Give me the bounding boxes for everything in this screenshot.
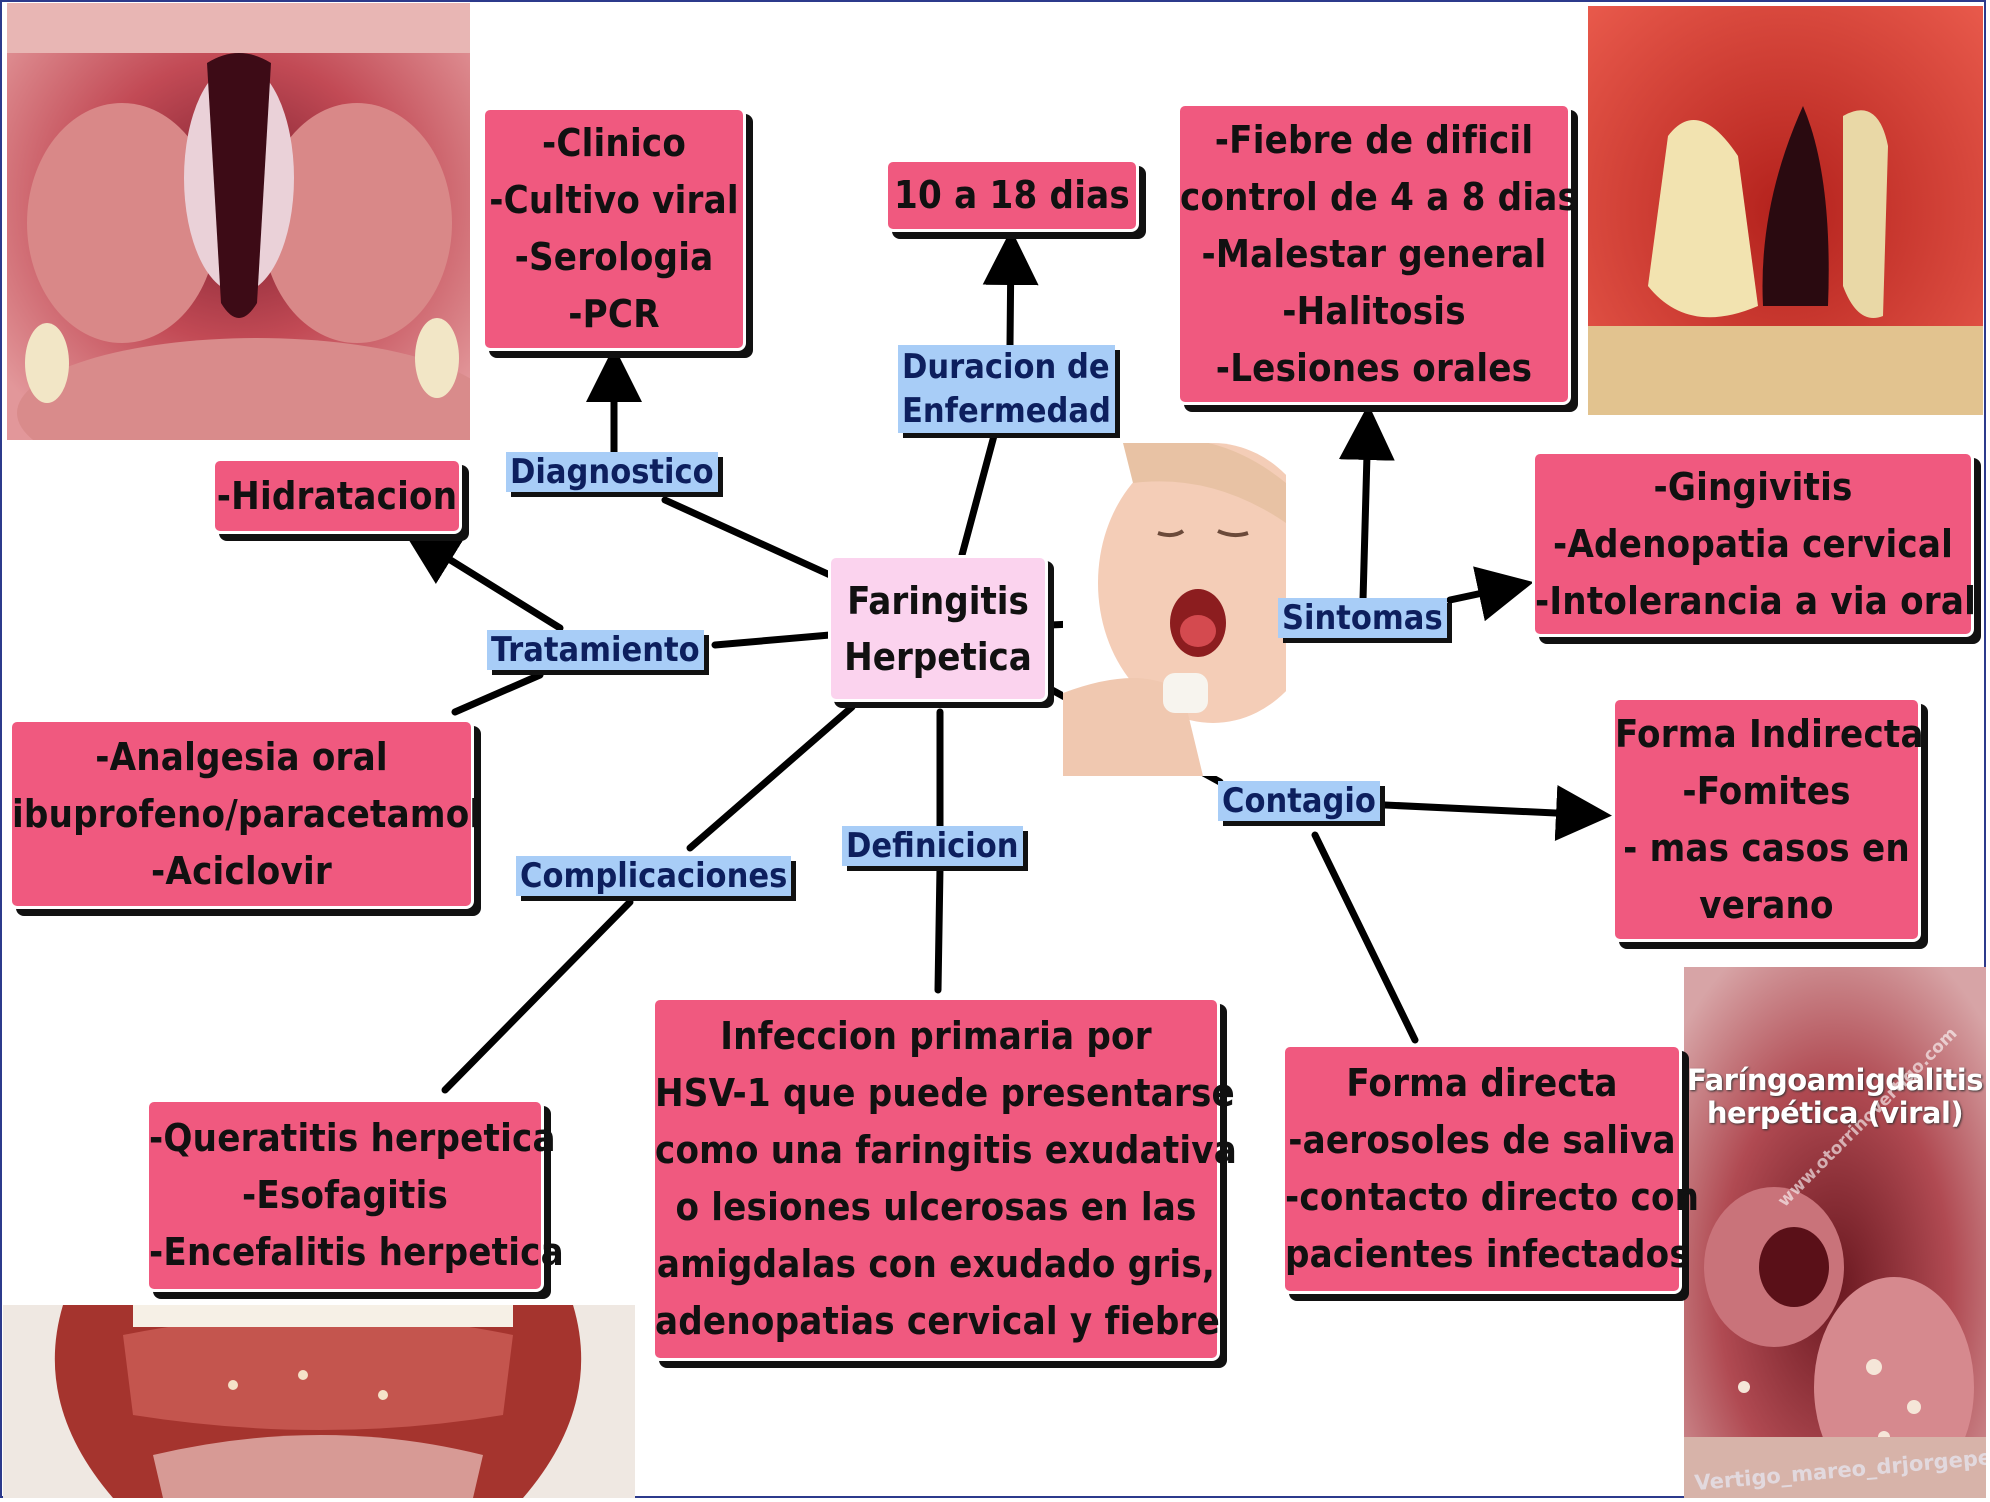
box-definicion-line: Infeccion primaria por [655, 1008, 1217, 1065]
box-contagio-directa-line: -contacto directo con [1285, 1169, 1679, 1226]
label-duracion-line-2: Enfermedad [902, 389, 1111, 433]
box-contagio-indirecta-line: -Fomites [1615, 763, 1918, 820]
central-node-line-1: Faringitis [831, 573, 1045, 629]
photo-caption: Faríngoamigdalitis herpética (viral) [1684, 1064, 1986, 1130]
box-diagnostico: -Clinico -Cultivo viral -Serologia -PCR [482, 107, 746, 351]
box-sintomas-right-line: -Intolerancia a via oral [1535, 573, 1971, 630]
box-sintomas-top-line: -Fiebre de dificil [1180, 112, 1568, 169]
photo-caption-line-1: Faríngoamigdalitis [1684, 1064, 1986, 1097]
box-duracion-line: 10 a 18 dias [888, 167, 1136, 224]
box-tratamiento-line: -Aciclovir [12, 843, 471, 900]
box-definicion-line: adenopatias cervical y fiebre [655, 1293, 1217, 1350]
box-sintomas-top-line: -Malestar general [1180, 226, 1568, 283]
box-tratamiento-line: ibuprofeno/paracetamol [12, 786, 471, 843]
box-complicaciones-line: -Queratitis herpetica [149, 1110, 541, 1167]
throat-photo-top-left [7, 3, 470, 440]
box-hidratacion-line: -Hidratacion [215, 468, 459, 525]
box-contagio-indirecta-line: - mas casos en [1615, 820, 1918, 877]
label-contagio: Contagio [1218, 781, 1380, 821]
box-diagnostico-line: -Cultivo viral [485, 172, 743, 229]
box-definicion-line: amigdalas con exudado gris, [655, 1236, 1217, 1293]
box-definicion-line: como una faringitis exudativa [655, 1122, 1217, 1179]
box-contagio-indirecta: Forma Indirecta -Fomites - mas casos en … [1612, 697, 1921, 942]
photo-caption-line-2: herpética (viral) [1684, 1097, 1986, 1130]
pharyngitis-photo-bottom-right: Faríngoamigdalitis herpética (viral) www… [1684, 967, 1986, 1498]
box-contagio-indirecta-line: verano [1615, 877, 1918, 934]
mouth-photo-bottom-left [3, 1305, 635, 1498]
box-definicion: Infeccion primaria por HSV-1 que puede p… [652, 997, 1220, 1361]
box-diagnostico-line: -Serologia [485, 229, 743, 286]
label-diagnostico: Diagnostico [506, 452, 718, 492]
box-complicaciones: -Queratitis herpetica -Esofagitis -Encef… [146, 1099, 544, 1292]
box-definicion-line: HSV-1 que puede presentarse [655, 1065, 1217, 1122]
box-tratamiento: -Analgesia oral ibuprofeno/paracetamol -… [9, 719, 474, 909]
box-contagio-directa-line: Forma directa [1285, 1055, 1679, 1112]
box-contagio-directa: Forma directa -aerosoles de saliva -cont… [1282, 1044, 1682, 1294]
box-definicion-line: o lesiones ulcerosas en las [655, 1179, 1217, 1236]
label-tratamiento: Tratamiento [487, 630, 704, 670]
box-duracion: 10 a 18 dias [885, 159, 1139, 232]
box-tratamiento-line: -Analgesia oral [12, 729, 471, 786]
box-contagio-directa-line: -aerosoles de saliva [1285, 1112, 1679, 1169]
central-node: Faringitis Herpetica [828, 555, 1048, 702]
box-hidratacion: -Hidratacion [212, 458, 462, 534]
box-sintomas-top-line: -Halitosis [1180, 283, 1568, 340]
box-complicaciones-line: -Encefalitis herpetica [149, 1224, 541, 1281]
label-sintomas: Sintomas [1278, 598, 1447, 638]
box-sintomas-top-line: control de 4 a 8 dias [1180, 169, 1568, 226]
label-complicaciones: Complicaciones [516, 856, 791, 896]
central-node-line-2: Herpetica [831, 629, 1045, 685]
box-sintomas-top: -Fiebre de dificil control de 4 a 8 dias… [1177, 103, 1571, 405]
box-sintomas-right: -Gingivitis -Adenopatia cervical -Intole… [1532, 451, 1974, 637]
label-definicion: Definicion [842, 826, 1023, 866]
box-sintomas-right-line: -Gingivitis [1535, 459, 1971, 516]
box-sintomas-top-line: -Lesiones orales [1180, 340, 1568, 397]
box-diagnostico-line: -Clinico [485, 115, 743, 172]
label-duracion: Duracion de Enfermedad [898, 345, 1115, 433]
box-contagio-directa-line: pacientes infectados [1285, 1226, 1679, 1283]
box-sintomas-right-line: -Adenopatia cervical [1535, 516, 1971, 573]
box-contagio-indirecta-line: Forma Indirecta [1615, 706, 1918, 763]
crying-baby-photo [1063, 443, 1286, 776]
throat-photo-top-right [1588, 6, 1983, 415]
box-complicaciones-line: -Esofagitis [149, 1167, 541, 1224]
box-diagnostico-line: -PCR [485, 286, 743, 343]
label-duracion-line-1: Duracion de [902, 345, 1111, 389]
